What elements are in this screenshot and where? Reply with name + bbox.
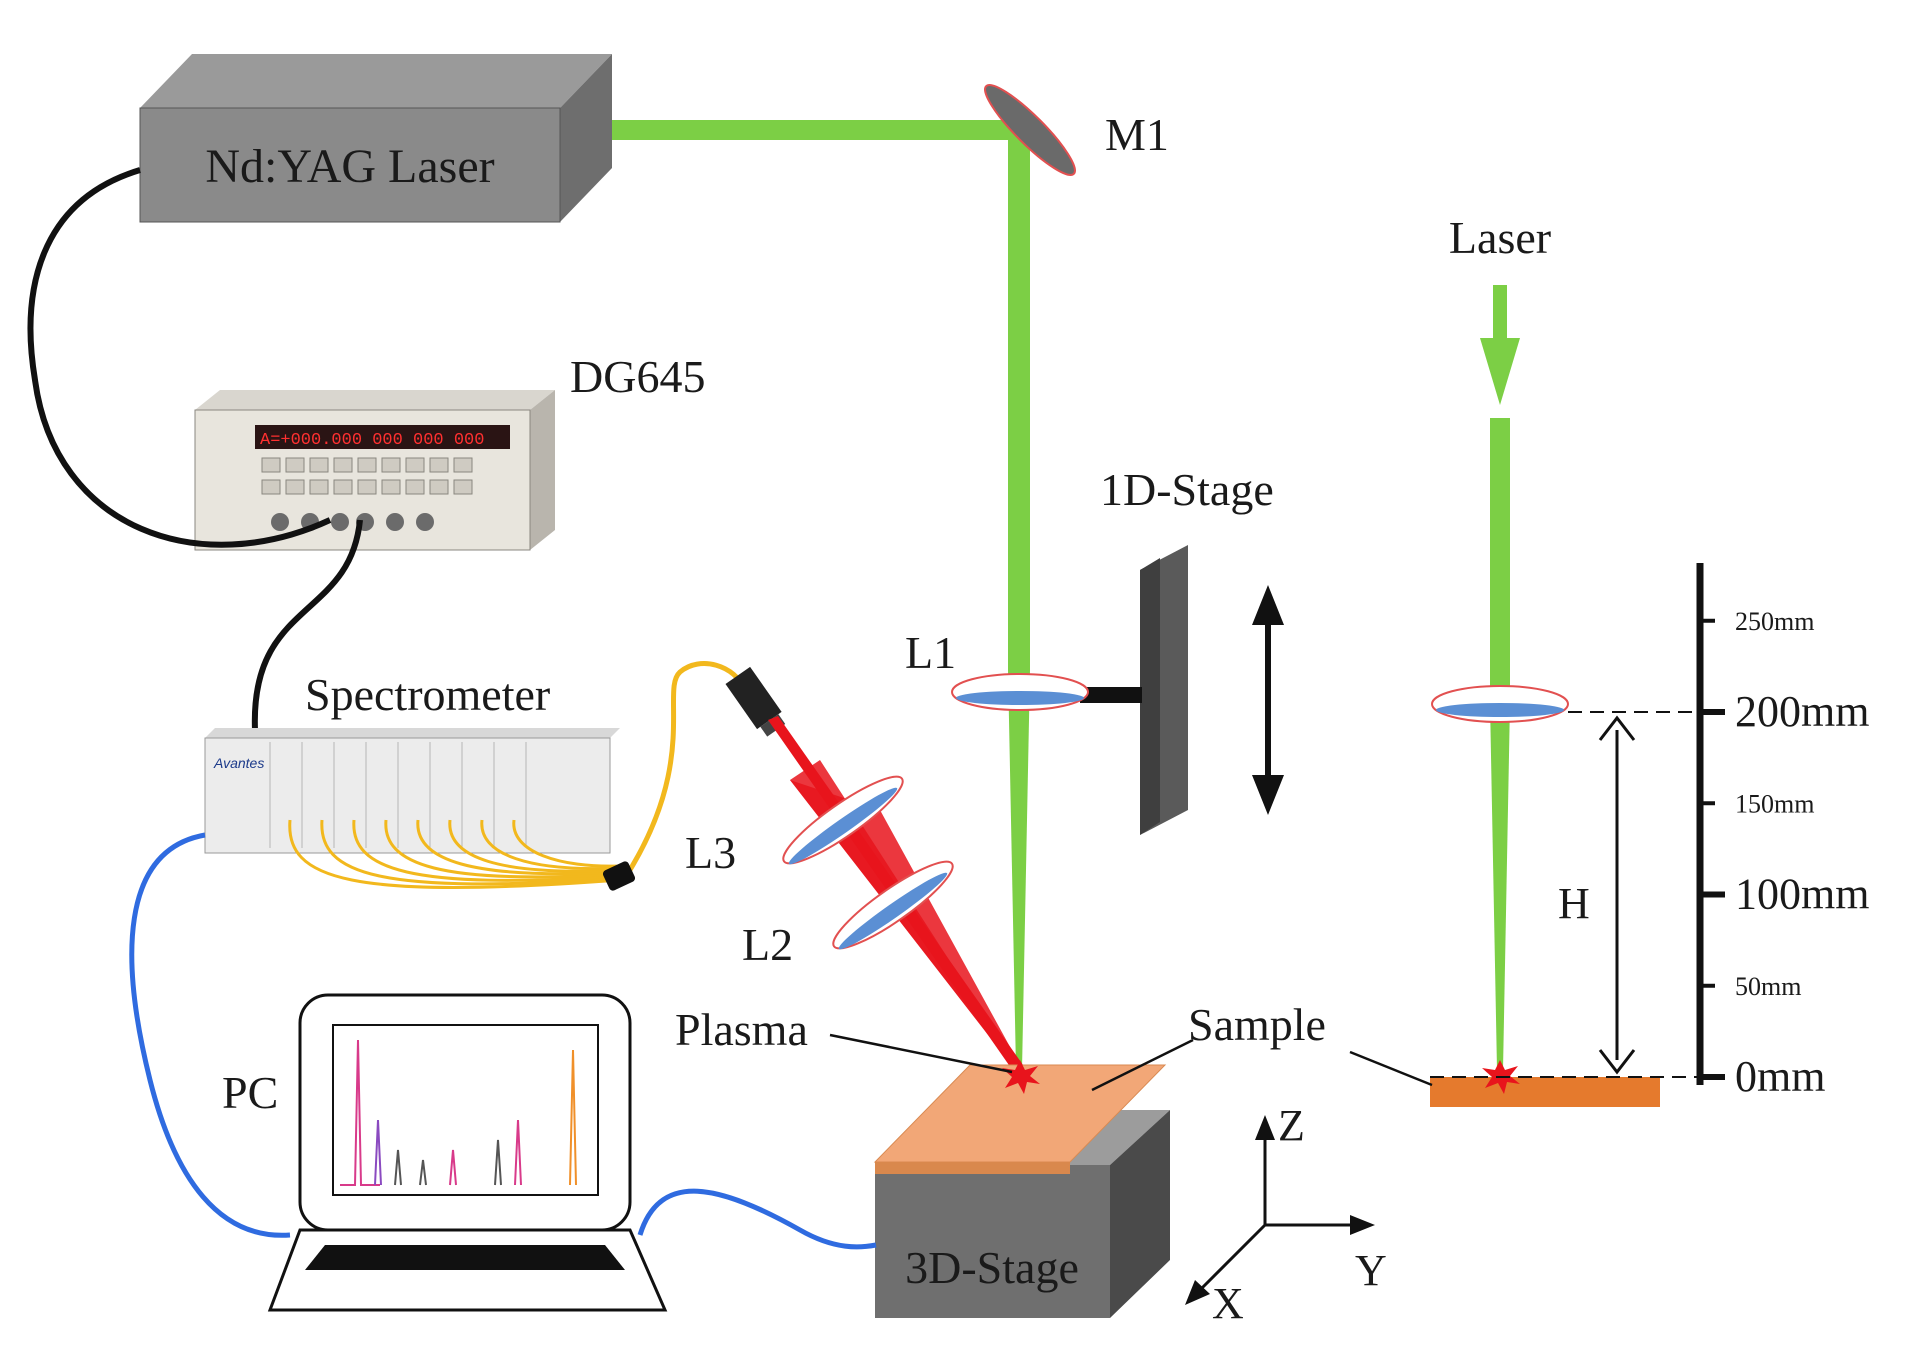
down-arrow-icon bbox=[1252, 775, 1284, 815]
scale-tick-label: 0mm bbox=[1735, 1052, 1825, 1101]
laser-box: Nd:YAG Laser bbox=[139, 54, 612, 223]
delay-generator: A=+000.000 000 000 000 DG645 bbox=[194, 351, 705, 551]
lens-l1: L1 bbox=[905, 627, 1089, 711]
down-arrow-icon bbox=[1480, 338, 1520, 405]
spectrometer-brand: Avantes bbox=[213, 755, 264, 771]
xyz-axes bbox=[1185, 1115, 1375, 1305]
up-arrow-icon bbox=[1252, 585, 1284, 625]
trigger-cable-laser bbox=[27, 167, 332, 548]
height-scale: 250mm 200mm 150mm 100mm 50mm 0mm bbox=[1696, 563, 1869, 1101]
scale-tick-label: 250mm bbox=[1735, 607, 1814, 636]
axis-x-label: X bbox=[1212, 1279, 1244, 1328]
laser-beam-path bbox=[612, 120, 1030, 1070]
fiber-connector bbox=[602, 861, 636, 891]
plasma-label: Plasma bbox=[675, 1004, 808, 1055]
pc-laptop: PC bbox=[222, 993, 668, 1312]
axis-z-label: Z bbox=[1278, 1101, 1305, 1150]
spectrometer-label: Spectrometer bbox=[305, 669, 550, 720]
axis-y-label: Y bbox=[1355, 1246, 1387, 1295]
usb-cable-spectrometer bbox=[129, 832, 291, 1238]
lens-l2: L2 bbox=[742, 860, 954, 970]
pc-label: PC bbox=[222, 1067, 278, 1118]
stage-1d-label: 1D-Stage bbox=[1100, 464, 1274, 515]
trigger-cable-spectrometer bbox=[251, 519, 363, 731]
laser-right-label: Laser bbox=[1449, 212, 1551, 263]
fiber-bundle bbox=[288, 661, 748, 889]
usb-cable-stage bbox=[637, 1188, 877, 1250]
lens1-label: L1 bbox=[905, 627, 956, 678]
lens2-label: L2 bbox=[742, 919, 793, 970]
dg-label: DG645 bbox=[570, 351, 705, 402]
height-schematic: Laser H bbox=[1349, 212, 1700, 1107]
scale-tick-label: 200mm bbox=[1735, 687, 1869, 736]
mirror-m1: M1 bbox=[984, 84, 1169, 176]
sample-label: Sample bbox=[1188, 999, 1326, 1050]
stage-1d: 1D-Stage bbox=[1080, 464, 1284, 835]
plasma-spark-icon bbox=[1002, 1060, 1040, 1094]
mirror-label: M1 bbox=[1105, 109, 1169, 160]
laser-box-label: Nd:YAG Laser bbox=[205, 140, 494, 193]
spectrometer: Avantes Spectrometer bbox=[204, 669, 620, 854]
scale-tick-label: 150mm bbox=[1735, 789, 1814, 818]
stage-3d-label: 3D-Stage bbox=[905, 1242, 1079, 1293]
height-label: H bbox=[1558, 879, 1590, 928]
lens-l3: L3 bbox=[685, 775, 904, 878]
scale-tick-label: 50mm bbox=[1735, 972, 1801, 1001]
lens3-label: L3 bbox=[685, 827, 736, 878]
scale-tick-label: 100mm bbox=[1735, 870, 1869, 919]
dg-display: A=+000.000 000 000 000 bbox=[260, 431, 484, 450]
